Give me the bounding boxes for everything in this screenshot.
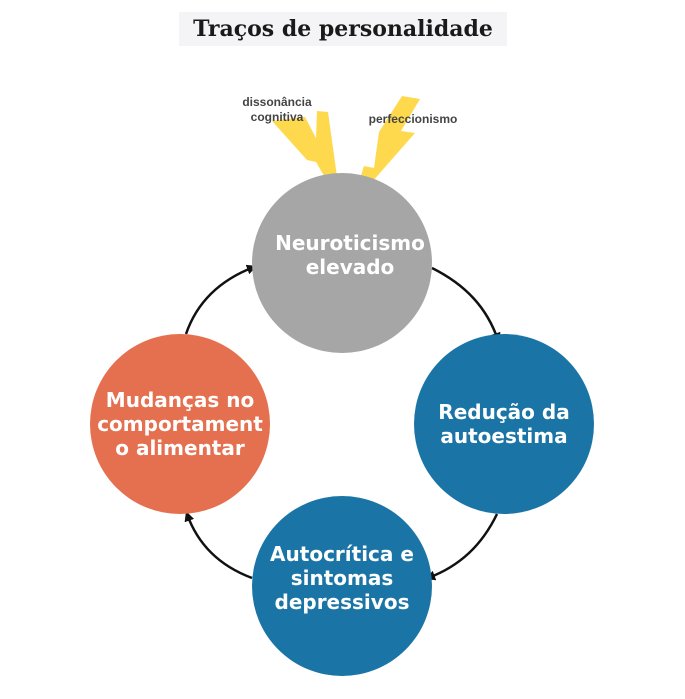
arrow-mudancas-to-neuro <box>184 264 257 335</box>
node-label-autocritica: Autocrítica e sintomas depressivos <box>270 542 414 614</box>
node-autoestima: Redução da autoestima <box>414 334 594 514</box>
node-label-autoestima: Redução da autoestima <box>438 400 570 448</box>
node-mudancas: Mudanças no comportament o alimentar <box>90 334 270 514</box>
title-background <box>179 12 507 46</box>
node-label-mudancas: Mudanças no comportament o alimentar <box>97 388 263 460</box>
lightning-bolt-icon <box>272 111 341 205</box>
arrow-autocritica-to-mudancas <box>184 511 253 580</box>
node-autocritica: Autocrítica e sintomas depressivos <box>252 496 432 676</box>
node-label-neuroticismo: Neuroticismo elevado <box>275 231 425 279</box>
arrow-autoestima-to-autocritica <box>425 513 499 581</box>
node-neuroticismo: Neuroticismo elevado <box>252 173 432 353</box>
trait-label-perfeccionismo: perfeccionismo <box>368 112 458 126</box>
arrow-neuro-to-autoestima <box>431 266 501 343</box>
page-title: Traços de personalidade <box>193 16 493 42</box>
trait-label-dissonancia: dissonância cognitiva <box>242 95 312 124</box>
